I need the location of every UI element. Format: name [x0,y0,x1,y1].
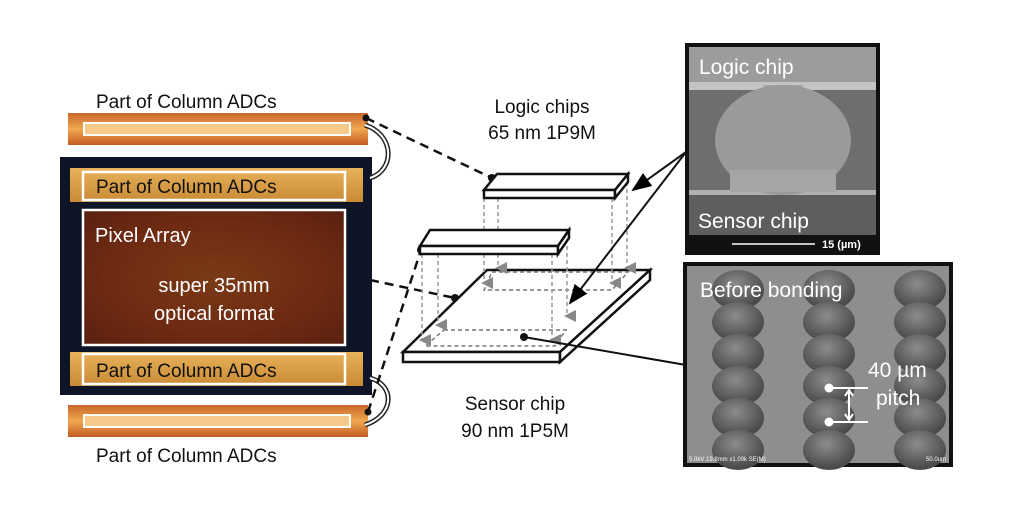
solder-bump [712,302,764,342]
sem-sensor-chip-label: Sensor chip [698,210,809,233]
sem-pointer-arrows [568,151,687,305]
top-strip-label: Part of Column ADCs [96,92,277,113]
sem-footer-right: 50.0um [926,457,946,463]
scale-bar-label: 15 (µm) [822,239,861,251]
solder-bump [712,270,764,310]
sem-logic-chip-label: Logic chip [699,56,794,79]
bottom-adc-strip [68,405,368,437]
solder-bump [894,366,946,406]
solder-bump [712,334,764,374]
solder-bump [894,270,946,310]
logic-chip-lower [417,225,572,259]
solder-bump [803,430,855,470]
format-line1: super 35mm [158,275,269,297]
sem-footer-left: 5.0kV 19.8mm x1.00k SE(M) [689,457,766,463]
solder-bump [894,334,946,374]
inner-top-adc-label: Part of Column ADCs [96,177,277,198]
dashed-connectors [365,116,493,413]
solder-bump [894,302,946,342]
format-line2: optical format [154,303,274,325]
sensor-chip-title: Sensor chip [465,394,565,415]
logic-chips-title: Logic chips [494,97,589,118]
solder-bump [803,302,855,342]
logic-chips-process: 65 nm 1P9M [488,123,596,144]
solder-bump [803,334,855,374]
bottom-strip-label: Part of Column ADCs [96,446,277,467]
inner-bottom-adc-label: Part of Column ADCs [96,361,277,382]
pitch-value-label: 40 µm [868,359,927,382]
solder-bump [894,430,946,470]
sem-cross-section-image [685,43,880,255]
top-adc-strip [68,113,368,145]
solder-bump [894,398,946,438]
logic-chip-upper [481,170,631,202]
solder-bump [712,398,764,438]
sensor-chip-process: 90 nm 1P5M [461,421,569,442]
pitch-marker [824,383,868,427]
main-die [60,157,372,395]
solder-bump [803,270,855,310]
solder-bump [712,366,764,406]
before-bonding-label: Before bonding [700,279,842,302]
sensor-chip-plate [399,267,654,365]
solder-bump [712,430,764,470]
pitch-word-label: pitch [876,387,920,410]
pixel-array-label: Pixel Array [95,225,191,247]
